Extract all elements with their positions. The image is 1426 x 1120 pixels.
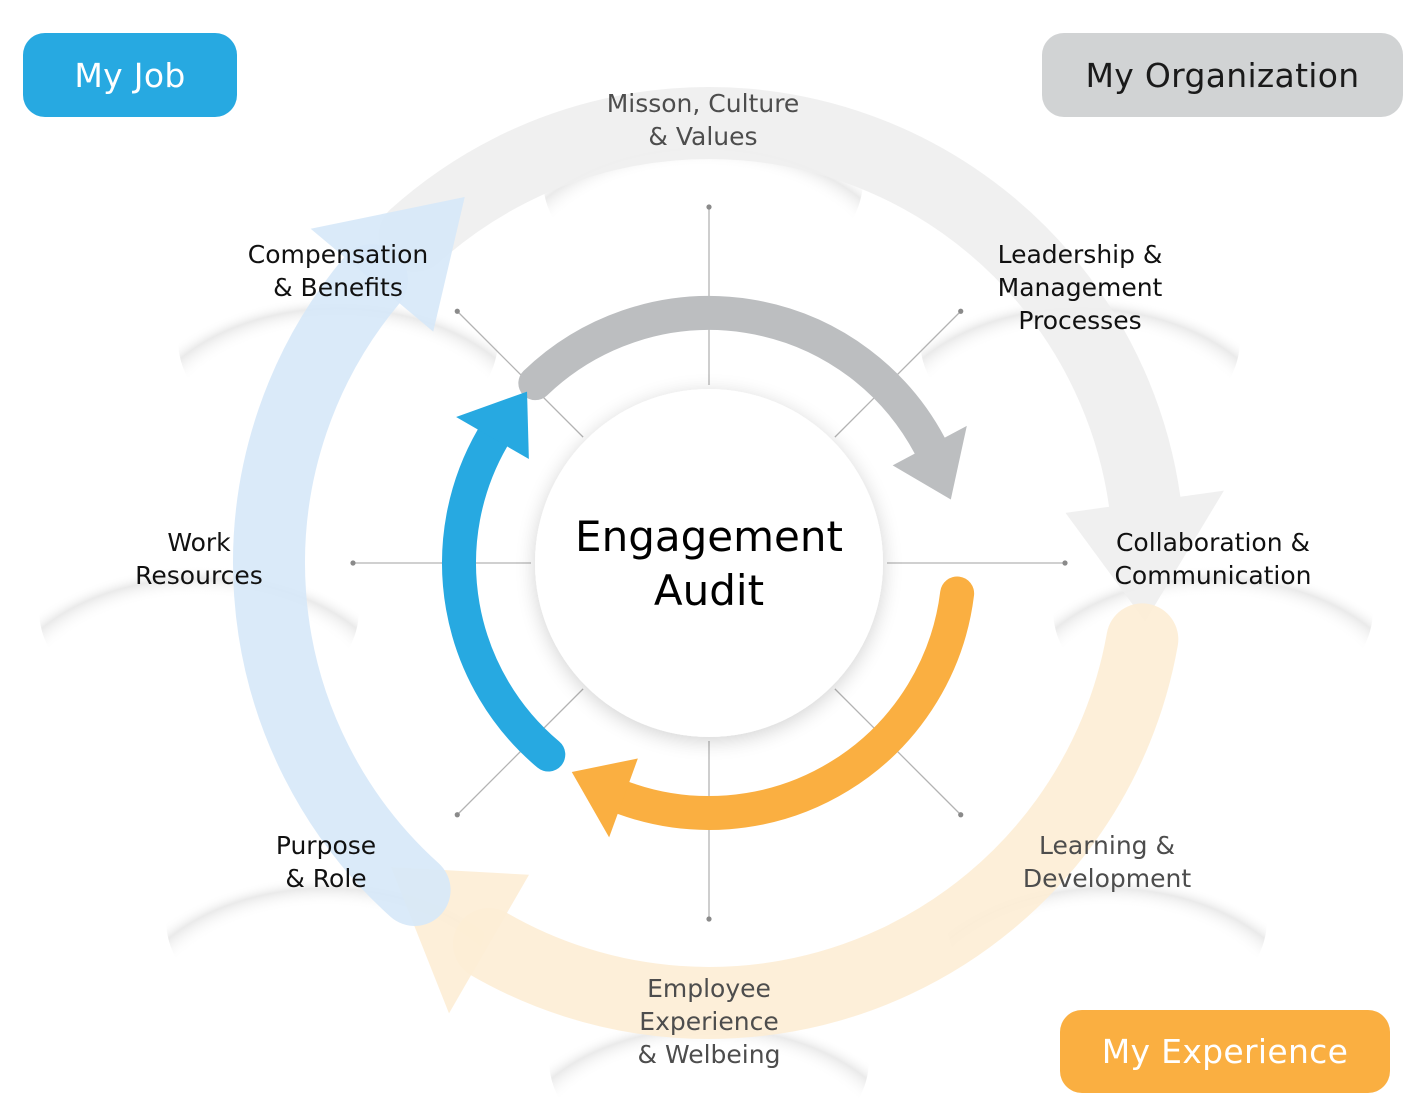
- inner-arrow-experience-head: [571, 758, 638, 838]
- my-experience-label: My Experience: [1101, 1032, 1349, 1071]
- inner-arrow-job-head: [456, 391, 529, 459]
- segment-label-leadership: Leadership & Management Processes: [997, 240, 1163, 335]
- my-organization-label: My Organization: [1085, 55, 1360, 95]
- inner-arrow-job-body: [442, 421, 566, 772]
- segment-label-mission: Misson, Culture & Values: [606, 89, 800, 151]
- my-organization-badge: My Organization: [1042, 33, 1403, 117]
- outer-arrow-organization-body: [378, 87, 1181, 538]
- outer-arrow-experience-body: [453, 603, 1179, 1039]
- inner-arrow-organization-body: [518, 296, 947, 463]
- my-job-label: My Job: [74, 55, 186, 95]
- center-title: Engagement Audit: [575, 512, 843, 615]
- spoke-dot-collaboration: [1062, 560, 1068, 566]
- spoke-dot-mission: [706, 204, 712, 210]
- outer-arrow-job-head: [310, 197, 465, 332]
- segment-label-compensation: Compensation & Benefits: [247, 240, 429, 302]
- spoke-dot-leadership: [958, 308, 964, 314]
- segment-label-collaboration: Collaboration & Communication: [1114, 528, 1312, 590]
- segment-label-work-resources: Work Resources: [135, 528, 263, 590]
- inner-arrow-experience-body: [606, 576, 975, 830]
- spoke-dot-purpose: [454, 812, 460, 818]
- segment-label-employee-experience: Employee Experience & Welbeing: [637, 974, 781, 1069]
- outer-arrow-organization-head: [1065, 490, 1224, 622]
- spoke-dot-work_resources: [350, 560, 356, 566]
- my-experience-badge: My Experience: [1060, 1010, 1390, 1093]
- spoke-dot-compensation: [454, 308, 460, 314]
- inner-arrows: [442, 296, 975, 838]
- outer-arrow-job-body: [233, 244, 451, 926]
- inner-arrow-organization-head: [892, 425, 967, 500]
- center-circle: [535, 389, 883, 737]
- spoke-dot-employee_experience: [706, 916, 712, 922]
- segment-label-learning: Learning & Development: [1022, 831, 1192, 893]
- segment-label-purpose: Purpose & Role: [275, 831, 377, 893]
- spoke-dot-learning: [958, 812, 964, 818]
- my-job-badge: My Job: [23, 33, 237, 117]
- outer-arrows: [233, 87, 1224, 1039]
- spoke-line-compensation: [456, 310, 584, 438]
